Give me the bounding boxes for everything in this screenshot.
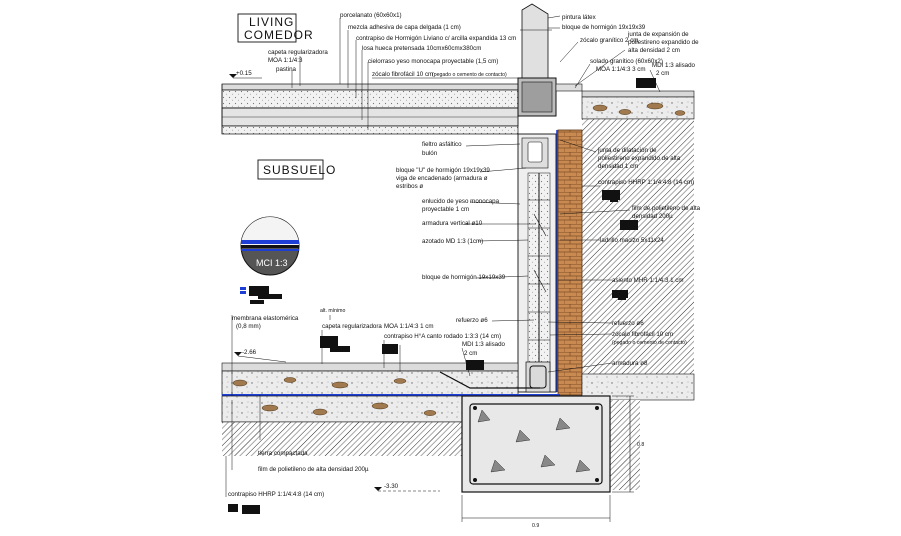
label-zocalo-f: zócalo fibrofácil 10 cm — [612, 331, 673, 338]
label-alt: alt. mínimo — [320, 308, 345, 314]
label-enlucido: enlucido de yeso monocapa — [422, 198, 500, 205]
label-contrapiso-hhrp-right: contrapiso HHRP 1:1/4:4:8 (14 cm) — [598, 179, 694, 186]
label-bloque-u2: viga de encadenado (armadura ø — [396, 175, 488, 182]
label-zocalo-f2: (pegado o cemento de contacto) — [612, 340, 687, 346]
label-solado: solado granítico (60x60x2) — [590, 58, 663, 65]
room-title-box — [237, 13, 297, 43]
upper-block-wall — [517, 3, 583, 117]
room-subsuelo: SUBSUELO — [263, 163, 336, 177]
mci-legend — [240, 216, 300, 276]
label-contrapiso-hhrp-lower: contrapiso HHRP 1:1/4:4:8 (14 cm) — [228, 491, 324, 498]
label-azotado: azotado MD 1:3 (1cm) — [422, 238, 483, 245]
level-upper-text: +0.15 — [236, 70, 252, 77]
label-moa2: MOA 1:1/4:3 3 cm — [596, 66, 646, 73]
label-junta-dil: junta de dilatación de — [597, 147, 657, 154]
label-losa: losa hueca pretensada 10cmx60cmx380cm — [362, 45, 481, 52]
label-capeta-upper: capeta regularizadora — [268, 49, 328, 56]
label-armadura-v: armadura vertical ø10 — [422, 220, 483, 227]
redaction-blocks — [228, 78, 656, 514]
label-film-lower: film de polietileno de alta densidad 200… — [258, 466, 369, 473]
dimension-lines — [461, 395, 634, 522]
level-middle-text: -2.66 — [242, 349, 257, 356]
label-junta2: poliestireno expandido de — [628, 39, 699, 46]
label-bloque-top: bloque de hormigón 19x19x39 — [562, 24, 646, 31]
label-capeta-lower: capeta regularizadora — [322, 323, 382, 330]
label-fieltro: fieltro asfáltico — [422, 141, 462, 148]
label-membrana2: (0,8 mm) — [236, 323, 261, 330]
leaders-upper — [291, 15, 661, 130]
label-pastina: pastina — [276, 66, 297, 73]
leaders-lower — [225, 315, 471, 497]
level-marker-upper: +0.15 — [229, 70, 262, 79]
label-mdi-lower2: 2 cm — [464, 350, 477, 357]
level-lower-text: -3.30 — [384, 483, 399, 490]
exterior-ground — [581, 90, 695, 374]
upper-slab — [221, 83, 519, 135]
label-mdi-upper2: 2 cm — [656, 70, 669, 77]
label-junta: junta de expansión de — [627, 31, 689, 38]
dim-height: 0.8 — [637, 442, 644, 448]
level-marker-middle — [234, 352, 287, 363]
leaders-right — [464, 139, 631, 373]
room-comedor: COMEDOR — [244, 28, 314, 42]
label-junta-dil2: poliestireno expandido de alta — [598, 155, 681, 162]
label-bloque-u: bloque "U" de hormigón 19x19x39 — [396, 167, 490, 174]
label-mdi-upper: MDI 1:3 alisado — [652, 62, 696, 69]
label-zocalo-upper: zócalo fibrofácil 10 cm — [372, 71, 433, 78]
label-bloque-h: bloque de hormigón 19x19x39 — [422, 274, 506, 281]
dim-width: 0.9 — [532, 523, 539, 529]
label-bloque-u3: estribos ø — [396, 183, 423, 190]
label-tierra: tierra compactada — [258, 450, 308, 457]
room-living: LIVING — [249, 15, 294, 29]
label-mdi-lower: MDI 1:3 alisado — [462, 341, 506, 348]
label-zocalo-upper-sub: (pegado o cemento de contacto) — [432, 72, 507, 78]
label-junta-dil3: densidad 1 cm — [598, 163, 638, 170]
legend-marks — [240, 286, 282, 304]
label-contrapiso-lower: contrapiso H°A canto rodado 1:3:3 (14 cm… — [384, 333, 501, 340]
lower-slab — [221, 362, 695, 490]
level-marker-lower — [374, 487, 440, 492]
label-moa-lower: MOA 1:1/4:3 1 cm — [384, 323, 434, 330]
label-film-right2: densidad 200µ — [632, 213, 673, 220]
label-porcelanato: porcelanato (60x60x1) — [340, 12, 402, 19]
label-contrapiso-upper: contrapiso de Hormigón Liviano c/ arcill… — [356, 35, 516, 42]
label-refuerzo2: refuerzo ø6 — [612, 320, 644, 327]
block-wall — [517, 133, 557, 393]
mci-label: MCI 1:3 — [256, 258, 288, 268]
label-refuerzo: refuerzo ø6 — [456, 317, 488, 324]
brick-wall — [557, 129, 583, 396]
label-ladrillo: ladrillo macizo 5x11x24 — [600, 237, 664, 244]
label-zocalo-granitico: zócalo granítico 2 cm — [580, 37, 638, 44]
label-junta3: alta densidad 2 cm — [628, 47, 680, 54]
footing — [461, 395, 611, 493]
label-asiento: asiento MHR 1:1/4:3 1 cm — [612, 277, 684, 284]
label-enlucido2: proyectable 1 cm — [422, 206, 469, 213]
label-moa-upper: MOA 1:1/4:3 — [268, 57, 303, 64]
label-membrana: membrana elastomérica — [232, 315, 299, 322]
label-film-right: film de polietileno de alta — [632, 205, 701, 212]
label-cielorraso: cielorraso yeso monocapa proyectable (1,… — [368, 58, 498, 65]
label-armadura8: armadura ø8 — [612, 360, 648, 367]
label-fieltro2: bulón — [422, 150, 438, 157]
label-pintura: pintura látex — [562, 14, 597, 21]
subsuelo-title-box — [257, 159, 324, 180]
label-mezcla: mezcla adhesiva de capa delgada (1 cm) — [348, 24, 461, 31]
